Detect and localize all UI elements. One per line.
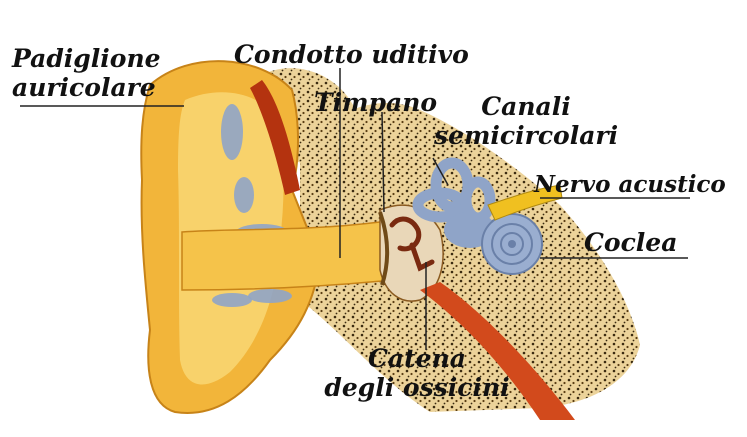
cochlea-shape — [482, 214, 542, 274]
label-ossicles: Catena degli ossicini — [322, 344, 512, 402]
label-ossicles-line1: Catena — [322, 344, 512, 373]
label-semicircular-canals: Canali semicircolari — [434, 92, 618, 150]
label-pinna-line2: auricolare — [12, 73, 161, 102]
label-acoustic-nerve: Nervo acustico — [534, 170, 726, 199]
label-pinna-line1: Padiglione — [12, 44, 161, 73]
label-eardrum: Timpano — [314, 88, 437, 117]
label-ossicles-line2: degli ossicini — [322, 373, 512, 402]
label-pinna: Padiglione auricolare — [12, 44, 161, 102]
label-semicircular-canals-line1: Canali — [434, 92, 618, 121]
label-cochlea: Coclea — [584, 228, 677, 257]
label-ear-canal: Condotto uditivo — [234, 40, 469, 69]
ear-canal — [182, 222, 392, 290]
label-semicircular-canals-line2: semicircolari — [434, 121, 618, 150]
